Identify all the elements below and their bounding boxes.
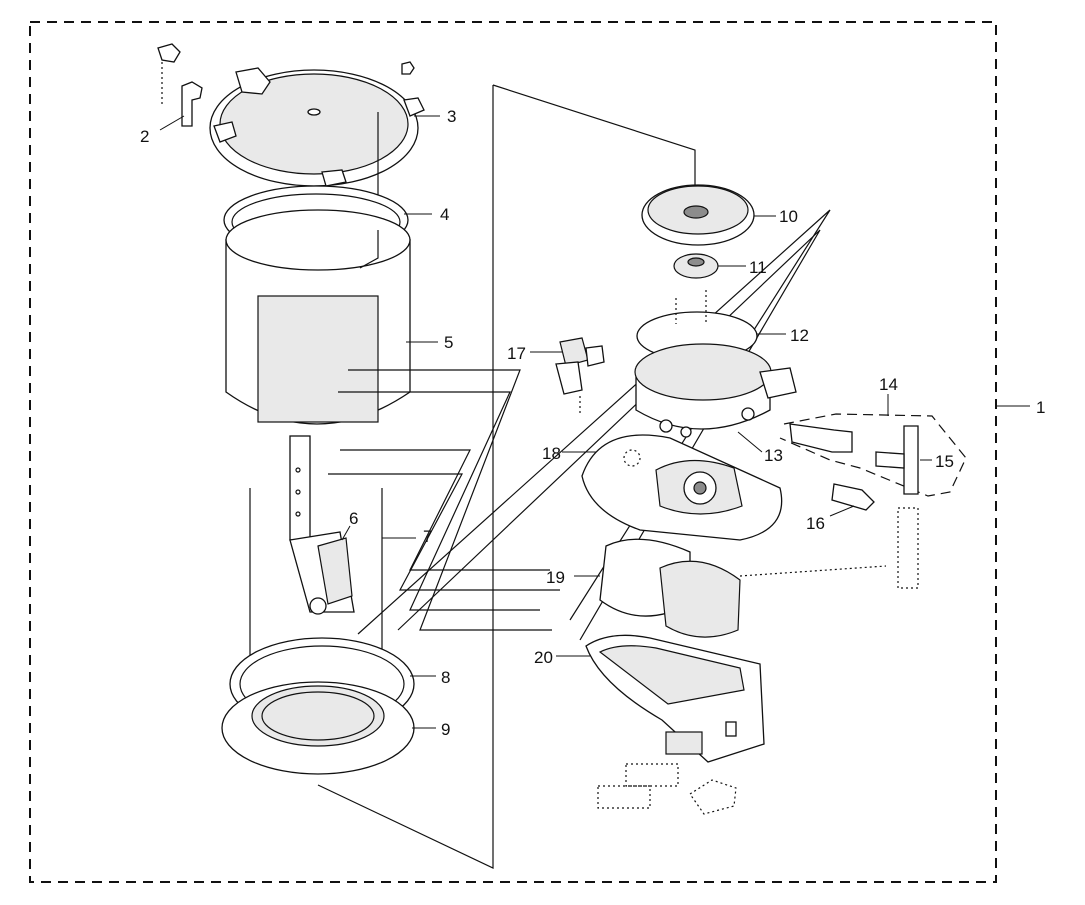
group-outline	[317, 85, 494, 869]
callout-10: 10	[779, 207, 798, 226]
mounting-flange-part	[221, 681, 415, 775]
tee-fitting-part	[875, 425, 919, 495]
callout-4: 4	[440, 205, 449, 224]
callout-16: 16	[806, 514, 825, 533]
group-outline-top	[492, 84, 696, 200]
callout-2: 2	[140, 127, 149, 146]
callout-18: 18	[542, 444, 561, 463]
callout-1: 1	[1036, 398, 1045, 417]
reservoir-tank-part	[225, 209, 411, 425]
gasket-tray-part	[581, 434, 783, 541]
callout-13: 13	[764, 446, 783, 465]
cap-nut-part	[673, 253, 719, 279]
callout-15: 15	[935, 452, 954, 471]
callout-20: 20	[534, 648, 553, 667]
connector-parts	[597, 763, 737, 815]
callout-6: 6	[349, 509, 358, 528]
fitting-kit-outline	[779, 413, 967, 497]
base-housing-part	[585, 634, 765, 763]
motor-part	[599, 538, 887, 638]
stirring-paddle-part	[289, 435, 355, 615]
callout-3: 3	[447, 107, 456, 126]
callout-labels: 1 2 3 4 5 6 7 8 9 10 11 12 13 14 15 16 1…	[140, 107, 1045, 739]
follower-plate-part	[641, 184, 755, 246]
callout-8: 8	[441, 668, 450, 687]
elbow-fitting-part	[157, 43, 203, 127]
straight-adapter-part	[831, 483, 875, 511]
callout-11: 11	[749, 258, 767, 277]
leader-lines	[159, 115, 1030, 729]
pressure-valve-part	[555, 337, 605, 414]
callout-12: 12	[790, 326, 809, 345]
assembly-frame	[29, 21, 997, 883]
screw-small	[401, 61, 415, 75]
elbow-small	[897, 507, 919, 589]
quick-coupling-part	[789, 423, 853, 453]
pump-housing-part	[634, 343, 797, 438]
callout-5: 5	[444, 333, 453, 352]
callout-9: 9	[441, 720, 450, 739]
callout-17: 17	[507, 344, 526, 363]
tank-lid-part	[209, 67, 425, 224]
callout-7: 7	[423, 527, 432, 546]
callout-14: 14	[879, 375, 898, 394]
callout-19: 19	[546, 568, 565, 587]
